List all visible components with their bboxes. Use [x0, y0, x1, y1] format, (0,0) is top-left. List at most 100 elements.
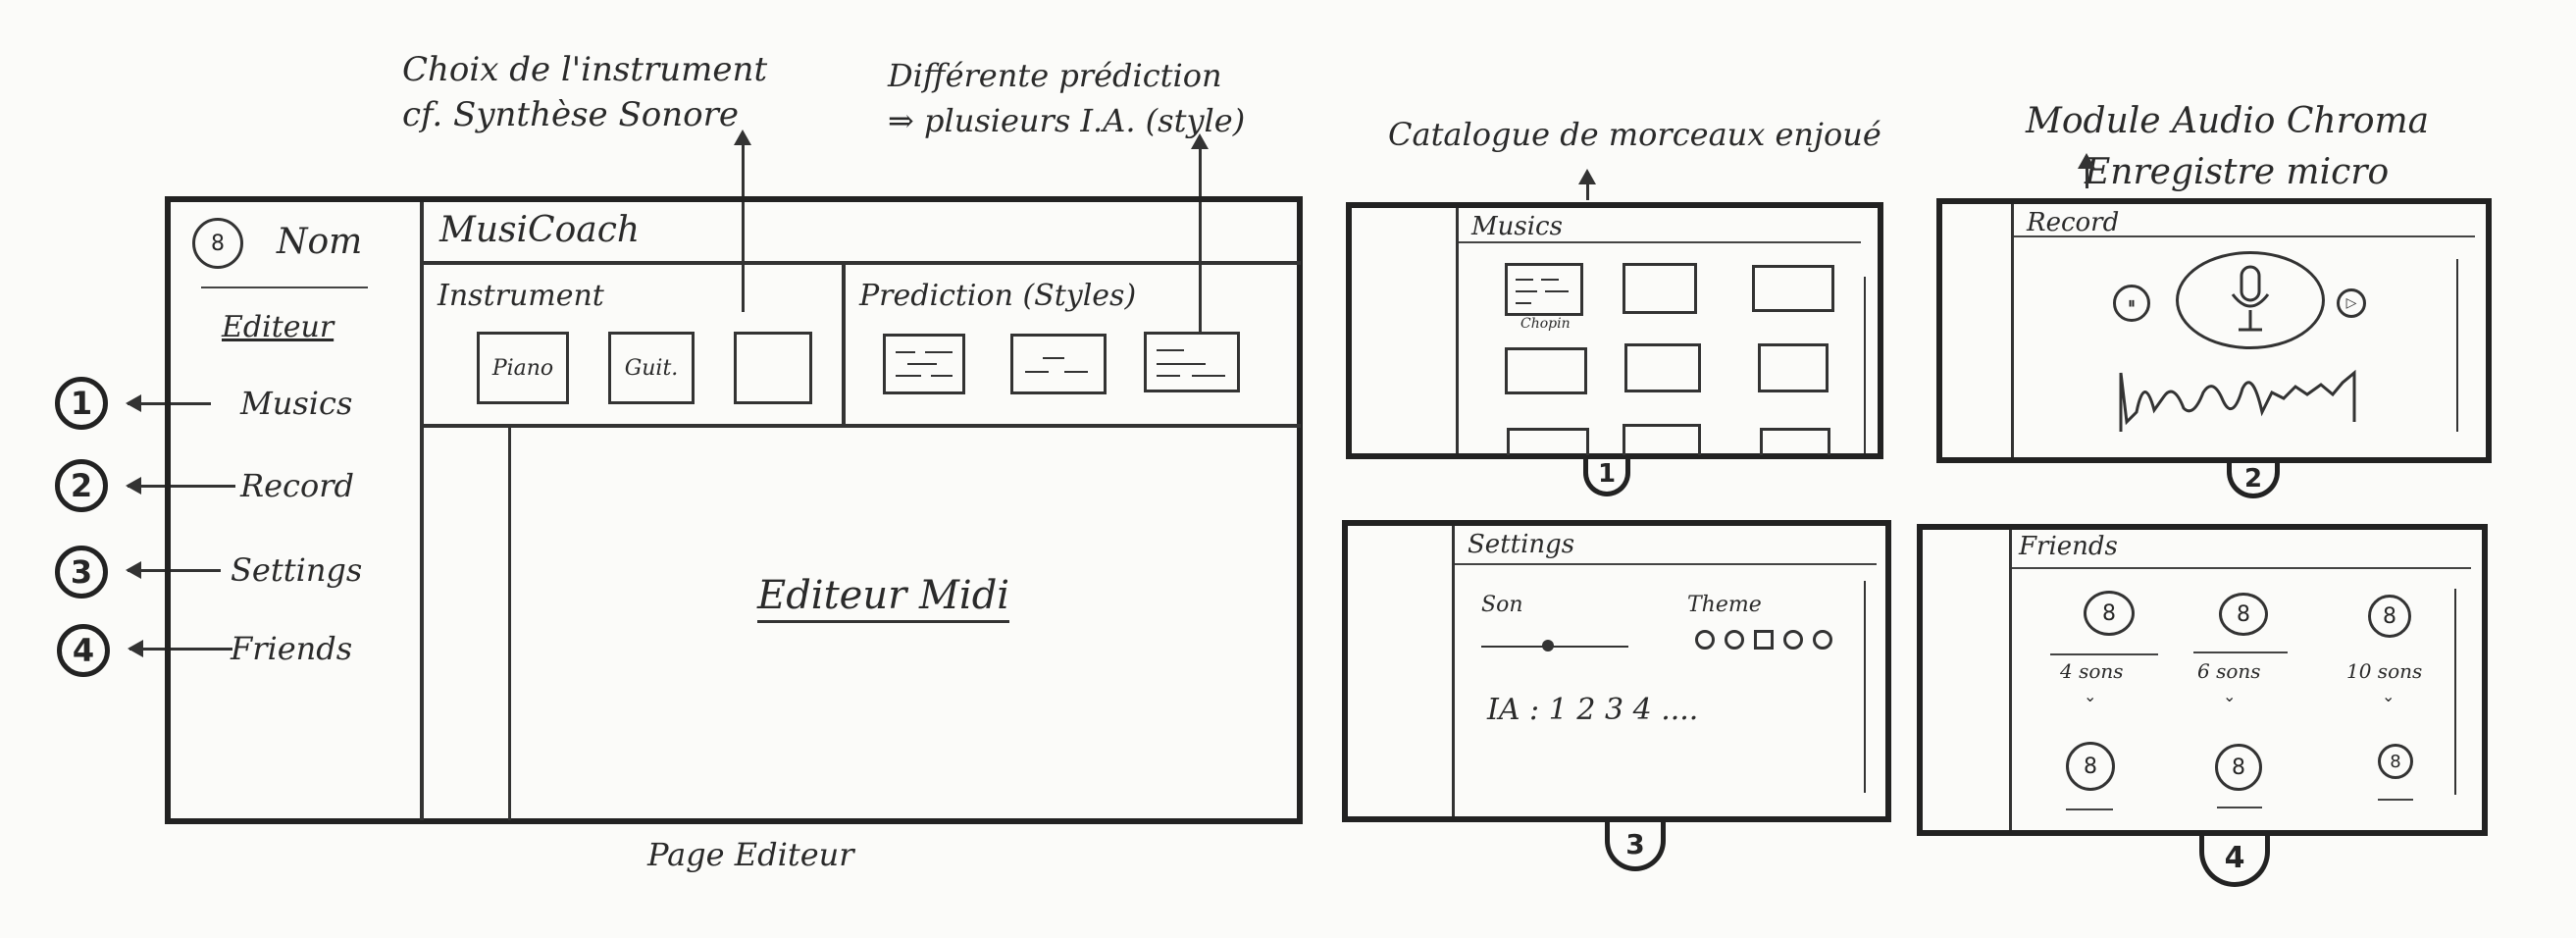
audio-annotation-arrow [2078, 153, 2095, 188]
nav-arrow-3 [126, 561, 221, 579]
header-bottom-line [422, 261, 1301, 265]
music-card-7[interactable] [1507, 428, 1589, 455]
nav-number-1: 1 [55, 377, 108, 430]
music-card-1-lines [1516, 279, 1569, 304]
music-card-8[interactable] [1623, 424, 1701, 455]
music-card-1[interactable] [1505, 263, 1583, 316]
friend-1-underline [2050, 653, 2158, 655]
record-panel-number: 2 [2227, 463, 2280, 498]
music-card-6[interactable] [1758, 343, 1829, 392]
friend-5-underline [2217, 807, 2262, 808]
music-card-9[interactable] [1760, 428, 1830, 455]
friend-avatar-6[interactable]: 8 [2378, 744, 2413, 779]
record-pause-button[interactable]: ⏸ [2113, 285, 2150, 322]
instrument-annotation-arrow [734, 130, 751, 312]
friends-panel-title: Friends [2019, 532, 2118, 561]
friend-4-underline [2066, 808, 2113, 810]
friend-avatar-2[interactable]: 8 [2219, 593, 2268, 636]
settings-panel-number: 3 [1605, 822, 1666, 871]
nav-arrow-4 [128, 640, 232, 657]
music-card-4[interactable] [1505, 347, 1587, 394]
instrument-button-empty[interactable] [734, 332, 812, 404]
record-panel-scrollbar[interactable] [2456, 259, 2458, 432]
friend-avatar-1[interactable]: 8 [2084, 591, 2135, 636]
friend-1-chevron-down-icon[interactable]: ⌄ [2084, 687, 2097, 705]
theme-option-2[interactable] [1725, 630, 1744, 650]
record-mic-button[interactable] [2176, 251, 2325, 349]
friend-2-underline [2193, 651, 2288, 653]
sound-slider[interactable] [1481, 640, 1628, 651]
musics-panel-divider [1456, 208, 1459, 453]
setting-ia-selector[interactable]: IA : 1 2 3 4 .... [1487, 693, 1699, 727]
microphone-icon [2231, 265, 2270, 332]
settings-panel-divider [1452, 526, 1455, 816]
user-avatar[interactable]: 8 [192, 218, 243, 269]
friend-avatar-3[interactable]: 8 [2368, 595, 2411, 638]
prediction-style-2[interactable] [1010, 334, 1107, 394]
catalogue-annotation-arrow [1578, 169, 1596, 200]
music-card-2[interactable] [1623, 263, 1697, 314]
app-title: MusiCoach [439, 210, 641, 250]
friends-panel-divider [2009, 530, 2012, 830]
instrument-button-guitar[interactable]: Guit. [608, 332, 695, 404]
instrument-button-piano[interactable]: Piano [477, 332, 569, 404]
nav-item-musics[interactable]: Musics [240, 385, 353, 422]
friends-panel-frame [1917, 524, 2488, 836]
friends-panel-scrollbar[interactable] [2454, 589, 2456, 795]
setting-sound-label: Son [1481, 593, 1523, 617]
theme-options [1695, 630, 1832, 650]
settings-panel-title: Settings [1468, 530, 1575, 559]
settings-panel-scrollbar[interactable] [1864, 581, 1866, 793]
midi-editor-label[interactable]: Editeur Midi [757, 573, 1010, 623]
friend-3-chevron-down-icon[interactable]: ⌄ [2382, 687, 2396, 705]
friend-3-sub: 10 sons [2346, 659, 2423, 683]
instrument-annotation-line2: cf. Synthèse Sonore [402, 95, 739, 134]
music-card-3[interactable] [1752, 265, 1834, 312]
friend-2-sub: 6 sons [2197, 659, 2261, 683]
sidebar-divider [201, 287, 368, 288]
nav-arrow-2 [126, 477, 235, 495]
prediction-style-3[interactable] [1144, 332, 1240, 392]
audio-annotation: Module Audio Chroma Enregistre micro [2026, 96, 2429, 198]
friend-2-chevron-down-icon[interactable]: ⌄ [2223, 687, 2237, 705]
nav-item-record[interactable]: Record [240, 467, 354, 504]
friend-avatar-5[interactable]: 8 [2215, 744, 2262, 791]
nav-item-friends[interactable]: Friends [231, 630, 353, 667]
music-card-1-caption: Chopin [1520, 316, 1571, 332]
prediction-style-1-lines [896, 351, 953, 377]
music-card-5[interactable] [1624, 343, 1701, 392]
prediction-style-2-lines [1025, 357, 1088, 373]
setting-theme-label: Theme [1687, 593, 1762, 617]
instrument-annotation: Choix de l'instrument cf. Synthèse Sonor… [402, 47, 767, 137]
toolbar-bottom-line [422, 424, 1301, 428]
musics-panel-header-line [1459, 241, 1861, 243]
sound-slider-track [1481, 646, 1628, 648]
nav-number-4: 4 [57, 624, 110, 677]
friend-6-underline [2378, 799, 2413, 801]
musics-panel-scrollbar[interactable] [1864, 277, 1866, 453]
prediction-style-1[interactable] [883, 334, 965, 394]
theme-option-1[interactable] [1695, 630, 1715, 650]
settings-panel-frame [1342, 520, 1891, 822]
sidebar-heading-editor: Editeur [222, 310, 335, 344]
theme-option-4[interactable] [1783, 630, 1803, 650]
friends-panel-number: 4 [2199, 834, 2270, 887]
nav-number-3: 3 [55, 546, 108, 599]
friend-avatar-4[interactable]: 8 [2066, 742, 2115, 791]
record-play-button[interactable]: ▷ [2337, 288, 2366, 318]
nav-number-2: 2 [55, 459, 108, 512]
friends-panel-header-line [2012, 567, 2471, 569]
friend-1-sub: 4 sons [2060, 659, 2124, 683]
theme-option-3[interactable] [1754, 630, 1774, 650]
user-name: Nom [277, 222, 363, 262]
record-panel-frame [1936, 198, 2492, 463]
theme-option-5[interactable] [1813, 630, 1832, 650]
catalogue-annotation: Catalogue de morceaux enjoué [1388, 116, 1881, 153]
record-panel-title: Record [2027, 208, 2120, 237]
page-caption: Page Editeur [647, 836, 854, 873]
settings-panel-header-line [1455, 563, 1877, 565]
musics-panel-title: Musics [1471, 212, 1563, 241]
nav-item-settings[interactable]: Settings [231, 551, 363, 589]
prediction-section-label: Prediction (Styles) [859, 279, 1137, 313]
sound-slider-knob[interactable] [1542, 640, 1554, 651]
